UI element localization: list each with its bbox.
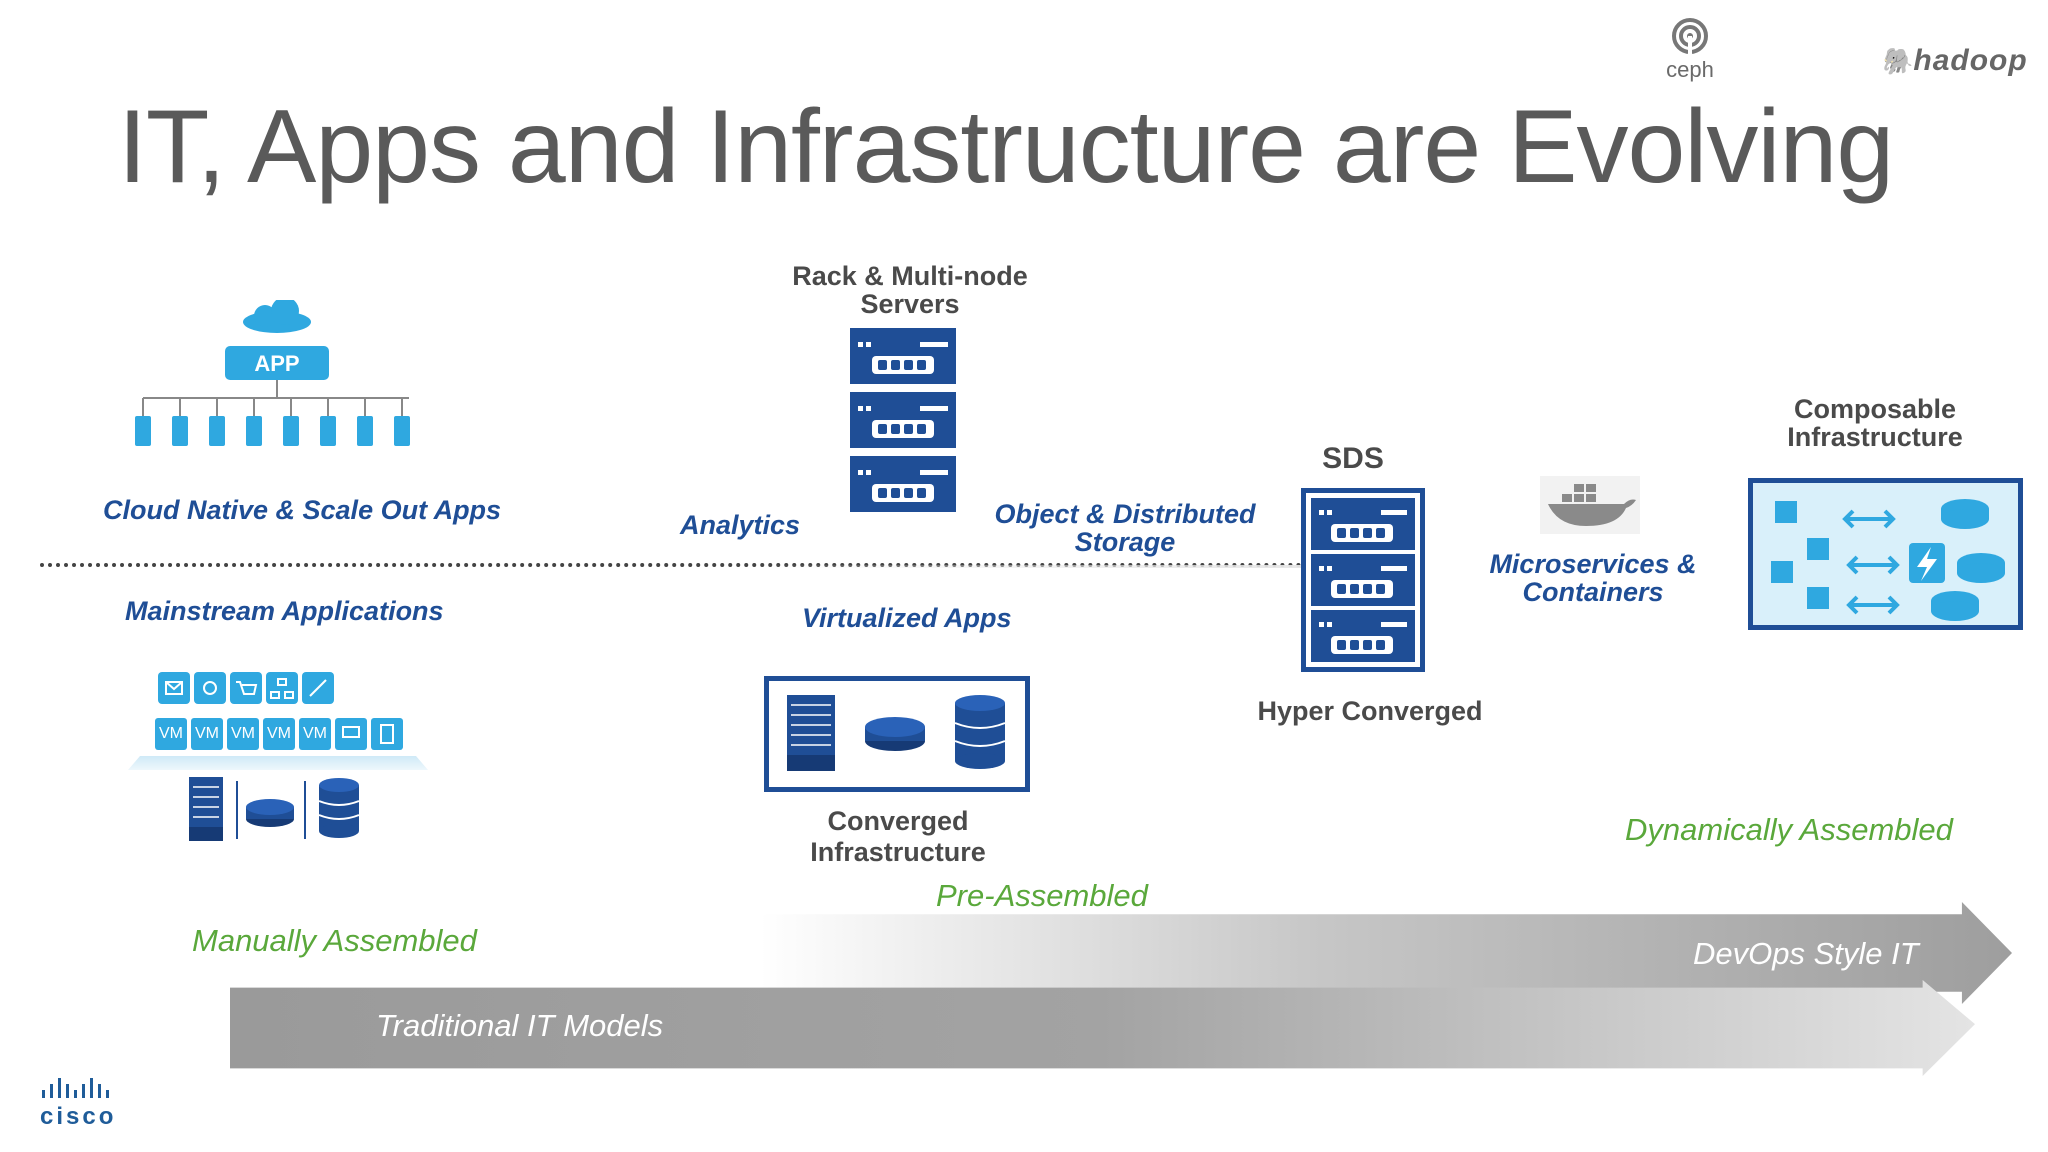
database-icon — [318, 778, 360, 838]
ceph-icon — [1672, 18, 1708, 56]
rack-servers-stack — [850, 328, 956, 517]
hyper-converged-label: Hyper Converged — [1257, 696, 1483, 726]
monitor-icon — [335, 718, 367, 750]
arrow-icons — [1842, 509, 1900, 615]
server-rack-icon — [189, 777, 223, 841]
converged-infra-box — [764, 676, 1030, 792]
traditional-arrow — [230, 980, 1975, 1076]
server-unit-3 — [850, 456, 956, 512]
ceph-wordmark: ceph — [1666, 57, 1714, 82]
infra-icons — [185, 775, 365, 850]
ceph-logo: ceph — [1660, 18, 1720, 83]
docker-whale-icon — [1540, 476, 1640, 539]
elephant-icon: 🐘 — [1880, 46, 1914, 76]
vm-box: VM — [155, 718, 187, 750]
divider-line-fade — [760, 565, 1320, 568]
node-unit-1 — [1311, 498, 1415, 550]
divider-line — [40, 563, 1310, 567]
microservices-label: Microservices & Containers — [1489, 549, 1697, 607]
traditional-arrow-label: Traditional IT Models — [376, 1008, 664, 1043]
node-unit-2 — [1311, 554, 1415, 606]
cloud-icon — [243, 297, 311, 333]
analytics-label: Analytics — [680, 510, 801, 540]
rack-servers-label: Rack & Multi-node Servers — [792, 261, 1028, 319]
hyper-converged-box — [1301, 488, 1425, 672]
manual-stage-label: Manually Assembled — [192, 923, 477, 958]
dynamic-stage-label: Dynamically Assembled — [1625, 812, 1953, 847]
cloud-app-diagram: APP — [135, 297, 425, 450]
vm-box: VM — [299, 718, 331, 750]
platform-shelf — [128, 756, 428, 770]
cloud-native-label: Cloud Native & Scale Out Apps — [103, 495, 502, 525]
converged-infra-label: Converged Infrastructure — [810, 806, 986, 867]
mainstream-stack-diagram — [128, 670, 428, 850]
server-unit-1 — [850, 328, 956, 384]
virtualized-apps-label: Virtualized Apps — [802, 603, 1012, 633]
server-unit-2 — [850, 392, 956, 448]
object-storage-label: Object & Distributed Storage — [994, 499, 1256, 557]
devops-arrow-label: DevOps Style IT — [1693, 936, 1919, 971]
devops-arrow — [760, 902, 2012, 1004]
app-icons-row — [158, 672, 334, 704]
vm-box: VM — [263, 718, 295, 750]
app-badge-label: APP — [254, 351, 300, 376]
router-icon — [246, 799, 294, 827]
cisco-wordmark: cisco — [40, 1103, 117, 1130]
vm-row: VM VM VM VM VM — [155, 718, 403, 752]
mainstream-label: Mainstream Applications — [125, 596, 444, 626]
server-rack-icon — [787, 695, 835, 771]
vm-box: VM — [227, 718, 259, 750]
hadoop-wordmark: hadoop — [1913, 44, 2028, 77]
cisco-logo: cisco — [40, 1078, 126, 1131]
pre-assembled-stage-label: Pre-Assembled — [936, 878, 1148, 913]
vm-box: VM — [191, 718, 223, 750]
calculator-icon — [371, 718, 403, 750]
chip-icons — [1771, 501, 1829, 609]
composable-infra-box — [1748, 478, 2023, 630]
cisco-bars-icon — [42, 1078, 109, 1098]
sds-label: SDS — [1322, 442, 1384, 475]
database-icon — [954, 695, 1006, 769]
router-icon — [865, 717, 925, 751]
storage-disk-icons — [1931, 499, 2005, 621]
composable-label: Composable Infrastructure — [1787, 394, 1963, 452]
page-title: IT, Apps and Infrastructure are Evolving — [118, 89, 1894, 205]
hadoop-logo: 🐘hadoop — [1880, 44, 2028, 78]
node-unit-3 — [1311, 610, 1415, 662]
